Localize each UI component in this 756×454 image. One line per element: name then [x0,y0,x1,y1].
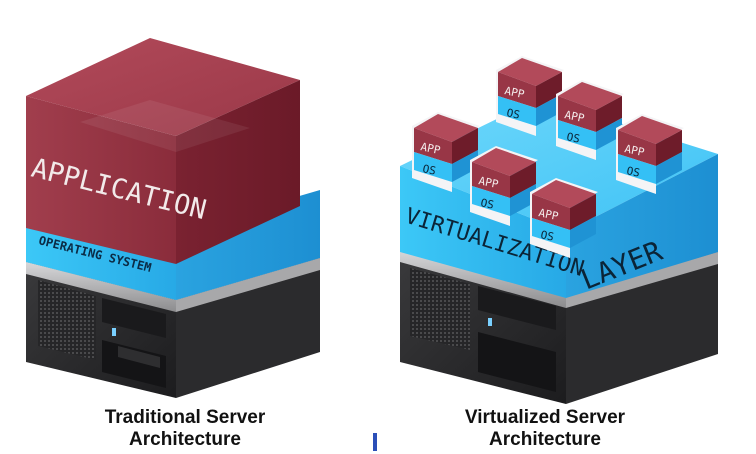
virtual-machine: APP OS [470,146,538,226]
vm-os-label: OS [421,162,437,177]
traditional-server-stack: OPERATING SYSTEM APPLICATION [26,38,320,398]
vm-app-label: APP [503,84,526,101]
virtual-machine: APP OS [496,56,564,136]
virtualized-caption-line1: Virtualized Server [464,407,626,428]
virtual-machine: APP OS [556,80,624,160]
server-hardware-left [26,258,320,398]
traditional-caption-line1: Traditional Server [104,407,266,428]
virtual-machine: APP OS [412,112,480,192]
vm-os-label: OS [625,164,641,179]
vm-os-label: OS [565,130,581,145]
vm-os-label: OS [539,228,555,243]
virtualized-caption-line2: Architecture [489,429,601,450]
vm-os-label: OS [479,196,495,211]
virtualized-caption: Virtualized Server Architecture [395,407,695,451]
traditional-caption: Traditional Server Architecture [40,407,330,451]
vm-app-label: APP [477,174,500,191]
vm-app-label: APP [537,206,560,223]
vm-os-label: OS [505,106,521,121]
center-divider-mark [373,433,377,451]
application-layer: APPLICATION [26,38,300,264]
vm-app-label: APP [563,108,586,125]
virtual-machine: APP OS [530,178,598,258]
traditional-caption-line2: Architecture [129,429,241,450]
server-hardware-right [400,250,718,404]
vm-app-label: APP [419,140,442,157]
vm-app-label: APP [623,142,646,159]
virtual-machine: APP OS [616,114,684,194]
virtual-machine-group: APP OS APP OS APP OS APP OS APP OS APP OS [412,56,684,258]
